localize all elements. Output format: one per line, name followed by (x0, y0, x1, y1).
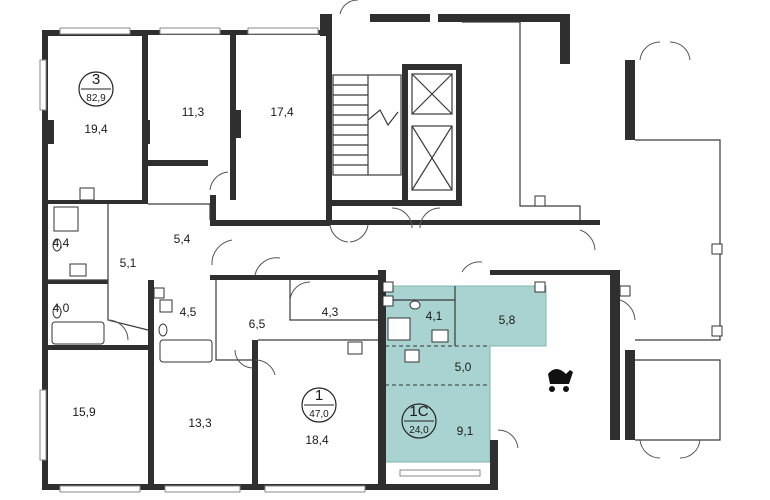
room-area-label: 4,0 (53, 301, 70, 315)
stroller-icon (548, 369, 573, 392)
room-area-label: 15,9 (72, 405, 96, 419)
room-area-label: 4,4 (53, 236, 70, 250)
windows (39, 27, 481, 493)
apartment-area: 24,0 (409, 425, 429, 436)
room-area-label: 4,3 (322, 305, 339, 319)
apartment-3-badge[interactable]: 3 82,9 (78, 71, 114, 107)
apartment-number: 1С (409, 403, 428, 420)
stairs-icon (332, 74, 402, 176)
apartment-1-badge[interactable]: 1 47,0 (301, 387, 337, 423)
room-area-label: 11,3 (182, 105, 205, 119)
sink-icon (69, 187, 723, 363)
apartment-1c-badge[interactable]: 1С 24,0 (401, 403, 437, 439)
elevator-icon (411, 73, 453, 191)
apartment-number: 3 (92, 71, 100, 88)
room-area-label: 5,0 (455, 360, 472, 374)
room-area-label: 5,1 (120, 256, 137, 270)
room-area-label: 9,1 (457, 424, 474, 438)
room-area-label: 5,8 (499, 313, 516, 327)
bathtub-icon (51, 206, 411, 363)
apartment-area: 82,9 (86, 93, 106, 104)
room-area-label: 13,3 (188, 416, 212, 430)
thin-partitions (48, 21, 721, 441)
toilet-icon (52, 238, 421, 337)
room-area-label: 4,1 (426, 309, 443, 323)
room-area-label: 4,5 (180, 305, 197, 319)
apartment-number: 1 (315, 387, 323, 404)
room-labels: 19,4 11,3 17,4 4,4 5,1 5,4 4,0 4,5 6,5 4… (53, 105, 516, 447)
room-area-label: 19,4 (84, 122, 108, 136)
room-area-label: 5,4 (174, 232, 191, 246)
room-area-label: 18,4 (305, 433, 329, 447)
room-area-label: 6,5 (249, 317, 266, 331)
interior-walls (46, 30, 620, 490)
room-area-label: 17,4 (270, 105, 294, 119)
apartment-area: 47,0 (309, 409, 329, 420)
door-swings (107, 0, 701, 459)
